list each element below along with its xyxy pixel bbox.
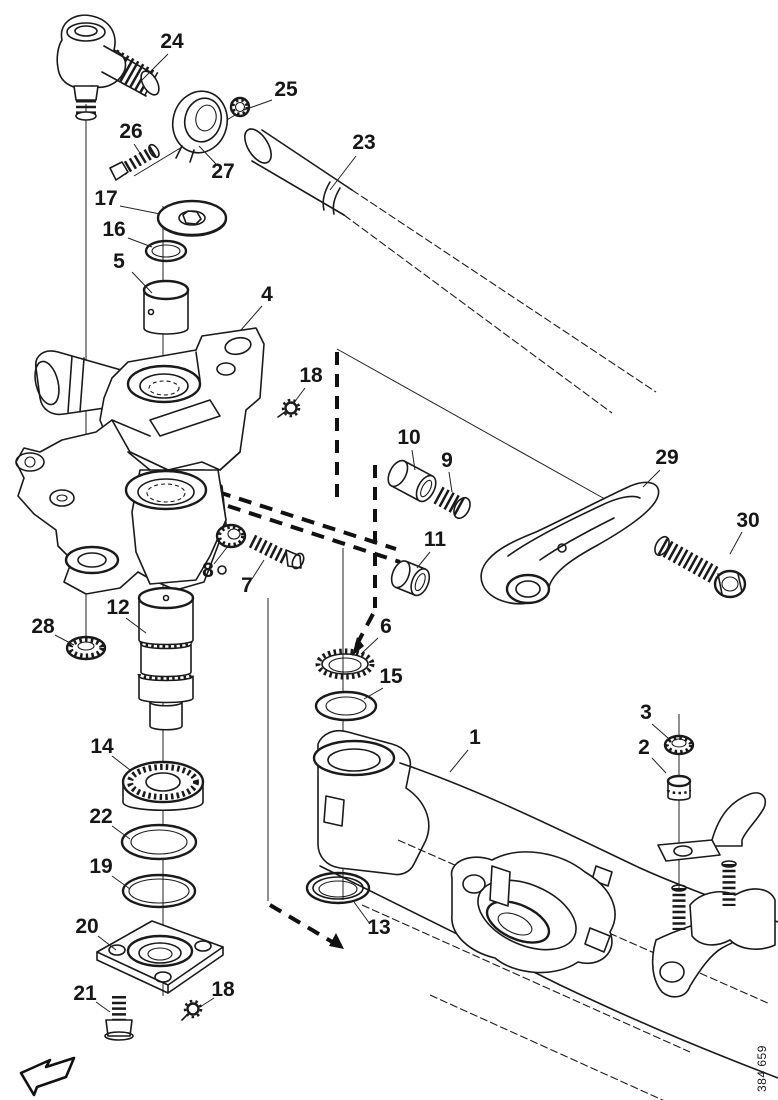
- callout-leader-25: [243, 99, 273, 111]
- callout-label-22: 22: [89, 805, 112, 828]
- callout-leader-9: [448, 471, 453, 493]
- callout-label-18-lower: 18: [211, 978, 235, 1001]
- callout-leader-18-upper: [292, 387, 306, 405]
- callout-label-21: 21: [73, 982, 97, 1005]
- part-bushing-10: [387, 459, 437, 503]
- callout-leader-13: [353, 901, 371, 925]
- callout-label-6: 6: [380, 615, 392, 638]
- callout-label-1: 1: [469, 726, 481, 749]
- callout-leader-15: [363, 687, 384, 700]
- part-cover-plate: [96, 920, 224, 994]
- callout-leader-26: [133, 143, 147, 163]
- callout-label-15: 15: [379, 665, 403, 688]
- part-cap-washer: [156, 199, 228, 237]
- part-bolt-30: [654, 535, 747, 599]
- callout-label-26: 26: [119, 120, 142, 143]
- callout-leader-16: [127, 237, 153, 248]
- callout-label-8: 8: [202, 559, 214, 582]
- callout-label-19: 19: [89, 855, 112, 878]
- part-steering-knuckle: [15, 327, 265, 595]
- part-flange-nut-28: [65, 635, 107, 661]
- part-bearing: [121, 760, 205, 811]
- part-bolt-21: [104, 996, 134, 1041]
- part-o-ring-19: [121, 873, 197, 909]
- callout-label-27: 27: [211, 160, 234, 183]
- callout-leader-24: [139, 53, 169, 83]
- callout-label-18-upper: 18: [299, 364, 323, 387]
- part-washer-22: [120, 823, 198, 861]
- orientation-arrow-icon: [19, 1056, 76, 1097]
- part-tie-rod-end: [56, 14, 160, 121]
- callout-leader-12: [125, 617, 147, 634]
- part-hook-bracket: [657, 792, 766, 862]
- callout-leader-3: [651, 723, 669, 739]
- part-tie-rod-tube: [244, 128, 657, 414]
- callout-leader-2: [651, 757, 667, 774]
- callout-leader-10: [411, 449, 416, 471]
- assembly-path-lines: [217, 352, 401, 949]
- callout-leader-21: [95, 1001, 111, 1013]
- part-nut-25: [229, 96, 251, 118]
- callout-leader-18-lower: [199, 997, 215, 1008]
- callout-label-4: 4: [261, 283, 273, 306]
- page-code: 384 659: [755, 1045, 769, 1092]
- callout-label-12: 12: [106, 596, 129, 619]
- callout-label-14: 14: [90, 735, 114, 758]
- part-kingpin: [137, 586, 195, 731]
- callout-leader-27: [198, 145, 217, 165]
- part-spacer-bushing-2: [666, 774, 692, 801]
- part-bolt-26: [109, 143, 160, 181]
- callout-leader-23: [329, 155, 357, 191]
- part-clamp: [171, 90, 229, 163]
- callout-leader-28: [54, 634, 75, 646]
- callout-label-30: 30: [736, 509, 759, 532]
- part-steering-arm: [480, 481, 660, 605]
- callout-label-16: 16: [102, 218, 125, 241]
- part-washer-15: [314, 690, 378, 722]
- part-nut-8: [215, 523, 247, 575]
- part-bolt-7: [248, 534, 305, 570]
- callout-label-11: 11: [424, 528, 447, 551]
- callout-leader-30: [729, 531, 743, 555]
- callout-label-25: 25: [274, 78, 298, 101]
- part-threaded-plug-9: [433, 486, 471, 520]
- part-flange-nut-3: [663, 734, 695, 756]
- callout-label-10: 10: [397, 426, 420, 449]
- part-grease-fitting-upper: [277, 398, 301, 418]
- callout-leader-11: [416, 551, 431, 569]
- callout-leader-22: [111, 825, 131, 840]
- callout-label-20: 20: [75, 915, 98, 938]
- callout-label-13: 13: [367, 916, 390, 939]
- part-grease-fitting-lower: [181, 999, 203, 1021]
- callout-label-5: 5: [113, 250, 125, 273]
- callout-label-23: 23: [352, 131, 375, 154]
- callout-label-2: 2: [638, 736, 650, 759]
- callout-leader-5: [131, 271, 153, 294]
- callout-label-17: 17: [94, 187, 117, 210]
- part-axle-housing: [312, 729, 778, 1100]
- callout-leader-29: [642, 469, 661, 488]
- callout-leader-8: [213, 545, 229, 565]
- part-bushing-5: [142, 279, 190, 335]
- callout-label-7: 7: [241, 574, 253, 597]
- part-bushing-cup-11: [390, 560, 431, 597]
- callout-label-3: 3: [640, 701, 652, 724]
- callout-leader-20: [97, 935, 117, 951]
- callout-label-24: 24: [160, 30, 184, 53]
- callout-leader-6: [360, 637, 379, 655]
- part-seal-ring-6: [315, 648, 375, 680]
- callout-label-9: 9: [441, 449, 453, 472]
- callout-label-29: 29: [655, 446, 678, 469]
- callout-leader-4: [240, 305, 263, 331]
- callout-label-28: 28: [31, 615, 55, 638]
- callout-leader-1: [449, 749, 469, 773]
- callout-leader-19: [111, 875, 131, 890]
- callout-leader-17: [119, 205, 161, 215]
- callout-leader-14: [111, 755, 131, 771]
- callout-leader-7: [251, 559, 265, 580]
- part-seal-ring-13: [305, 871, 371, 905]
- part-o-ring-16: [144, 239, 188, 263]
